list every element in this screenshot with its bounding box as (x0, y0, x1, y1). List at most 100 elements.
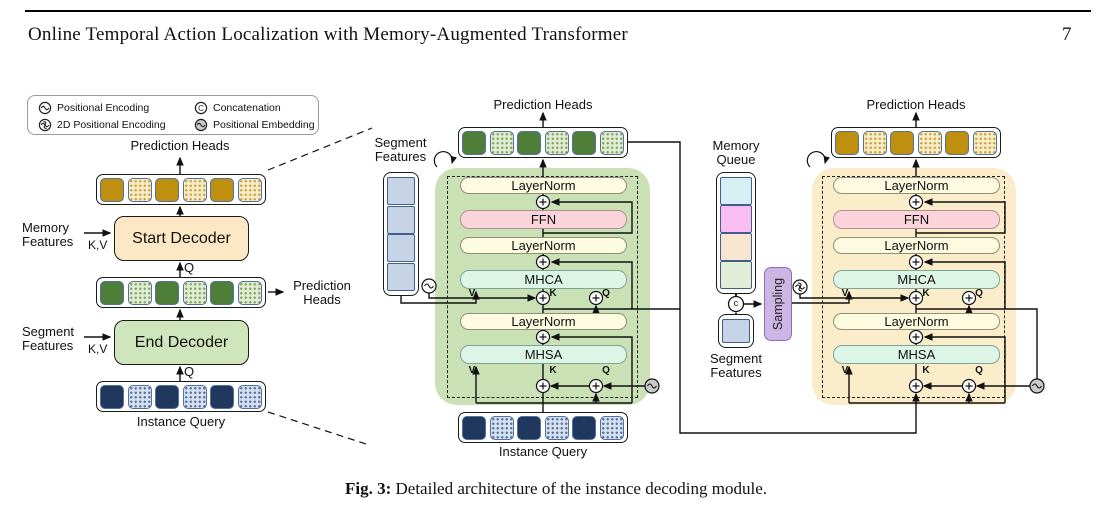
token-solid (210, 384, 235, 409)
token-solid (517, 130, 542, 155)
token-hatched (544, 415, 569, 440)
token-hatched (972, 130, 997, 155)
header-rule (25, 10, 1091, 12)
caption-text: Detailed architecture of the instance de… (391, 479, 768, 498)
memory-queue-cell (720, 205, 752, 233)
right-output-token-row (831, 127, 1001, 158)
segment-feature-cell (722, 319, 750, 343)
kv-label-end: K,V (88, 342, 108, 356)
token-solid (462, 415, 486, 440)
right-ffn: FFN (833, 210, 1000, 229)
svg-text:C: C (198, 103, 204, 112)
token-hatched (489, 415, 514, 440)
mhsa-q-label: Q (975, 365, 983, 376)
token-hatched (237, 177, 262, 202)
legend-item-concatenation: C Concatenation (194, 101, 318, 115)
token-hatched (127, 384, 152, 409)
legend-label: Concatenation (213, 101, 281, 114)
token-solid (100, 280, 124, 305)
segment-feature-cell (387, 205, 415, 234)
legend-label: Positional Encoding (57, 101, 150, 114)
legend-box: Positional Encoding C Concatenation 2D P… (27, 95, 319, 135)
middle-ffn: FFN (460, 210, 627, 229)
token-hatched (182, 177, 207, 202)
token-hatched (862, 130, 887, 155)
mhca-v-label: V (468, 288, 476, 299)
segment-feature-cell (387, 177, 415, 205)
mhca-k-label: K (549, 288, 557, 299)
concatenation-icon: C (194, 101, 208, 114)
middle-mhca: MHCA (460, 270, 627, 289)
token-solid (155, 280, 180, 305)
token-hatched (599, 130, 624, 155)
mhsa-q-label: Q (602, 365, 610, 376)
segment-features-label-left: Segment Features (22, 324, 75, 354)
segment-feature-cell (387, 234, 415, 263)
right-segment-features-box (718, 314, 754, 348)
sampling-box: Sampling (764, 267, 792, 341)
figure-caption: Fig. 3: Detailed architecture of the ins… (0, 479, 1112, 499)
segment-features-label-right: Segment Features (709, 351, 763, 381)
mhca-v-label: V (841, 288, 849, 299)
caption-label: Fig. 3: (344, 479, 392, 498)
middle-instance-query-row (458, 412, 628, 443)
token-solid (945, 130, 970, 155)
2d-positional-encoding-icon (38, 118, 52, 131)
positional-encoding-icon (421, 278, 437, 294)
token-hatched (127, 280, 152, 305)
token-hatched (489, 130, 514, 155)
mhsa-v-label: V (841, 365, 849, 376)
left-prediction-heads-top-label: Prediction Heads (130, 138, 230, 153)
token-hatched (182, 280, 207, 305)
token-solid (100, 384, 124, 409)
mhsa-k-label: K (922, 365, 930, 376)
memory-queue-column (716, 172, 756, 294)
token-hatched (237, 280, 262, 305)
page-number: 7 (1062, 24, 1072, 45)
sampling-label: Sampling (771, 277, 785, 331)
token-solid (210, 280, 235, 305)
token-solid (890, 130, 915, 155)
right-layernorm-1: LayerNorm (833, 177, 1000, 194)
memory-features-label: Memory Features (22, 220, 74, 250)
end-decoder-box: End Decoder (114, 320, 249, 365)
memory-queue-label: Memory Queue (712, 138, 760, 168)
mhca-q-label: Q (602, 288, 610, 299)
segment-feature-cell (387, 262, 415, 291)
legend-item-positional-embedding: Positional Embedding (194, 118, 318, 132)
token-hatched (182, 384, 207, 409)
memory-queue-cell (720, 177, 752, 205)
left-prediction-heads-right-label: Prediction Heads (293, 278, 351, 308)
token-solid (100, 177, 124, 202)
token-solid (835, 130, 859, 155)
memory-queue-cell (720, 261, 752, 289)
token-solid (572, 415, 597, 440)
token-solid (462, 130, 486, 155)
token-hatched (127, 177, 152, 202)
right-layernorm-2: LayerNorm (833, 237, 1000, 254)
legend-item-2d-positional-encoding: 2D Positional Encoding (38, 118, 194, 132)
2d-positional-encoding-icon (792, 279, 808, 295)
token-solid (517, 415, 542, 440)
positional-embedding-icon (194, 118, 208, 131)
token-solid (572, 130, 597, 155)
legend-item-positional-encoding: Positional Encoding (38, 101, 194, 115)
token-solid (155, 177, 180, 202)
token-hatched (544, 130, 569, 155)
token-solid (210, 177, 235, 202)
middle-layernorm-2: LayerNorm (460, 237, 627, 254)
positional-encoding-icon (38, 101, 52, 114)
mhca-k-label: K (922, 288, 930, 299)
middle-layernorm-3: LayerNorm (460, 313, 627, 330)
right-layernorm-3: LayerNorm (833, 313, 1000, 330)
q-label-end: Q (184, 364, 195, 379)
mhsa-v-label: V (468, 365, 476, 376)
segment-features-label-middle: Segment Features (374, 135, 427, 165)
middle-segment-features-column (383, 172, 419, 296)
token-hatched (237, 384, 262, 409)
middle-instance-query-label: Instance Query (498, 444, 588, 459)
middle-layernorm-1: LayerNorm (460, 177, 627, 194)
token-hatched (917, 130, 942, 155)
mhca-q-label: Q (975, 288, 983, 299)
token-solid (155, 384, 180, 409)
